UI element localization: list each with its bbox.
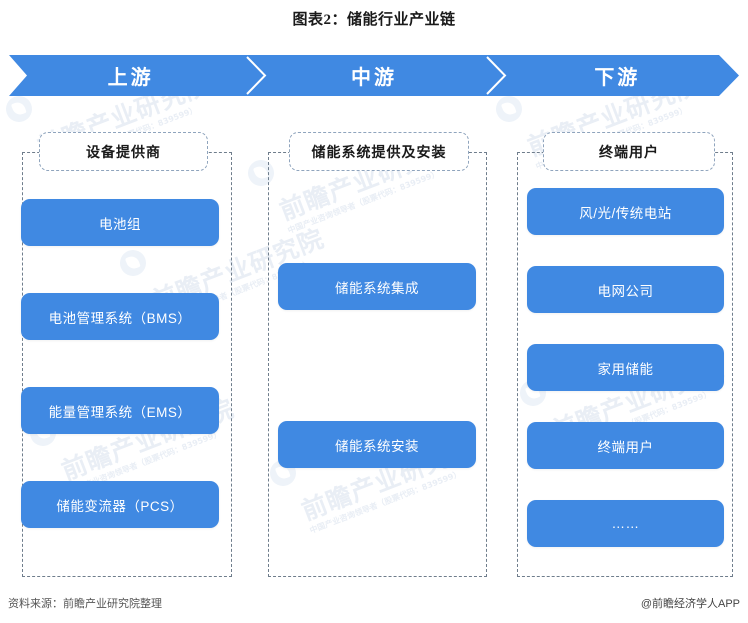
column-header-midstream: 储能系统提供及安装 (289, 132, 469, 171)
column-upstream: 设备提供商 电池组 电池管理系统（BMS） 能量管理系统（EMS） 储能变流器（… (21, 132, 232, 577)
node-ems[interactable]: 能量管理系统（EMS） (21, 387, 219, 434)
value-chain-banner: 上游 中游 下游 (9, 55, 739, 96)
node-bms[interactable]: 电池管理系统（BMS） (21, 293, 219, 340)
banner-shape-icon (9, 55, 739, 96)
source-text: 资料来源：前瞻产业研究院整理 (8, 598, 162, 610)
banner-segment-upstream[interactable]: 上游 (107, 67, 154, 89)
node-pcs[interactable]: 储能变流器（PCS） (21, 481, 219, 528)
node-system-installation[interactable]: 储能系统安装 (278, 421, 476, 468)
node-system-integration[interactable]: 储能系统集成 (278, 263, 476, 310)
footer: 资料来源：前瞻产业研究院整理 @前瞻经济学人APP (0, 595, 748, 613)
banner-segment-downstream[interactable]: 下游 (594, 67, 641, 89)
node-home-storage[interactable]: 家用储能 (527, 344, 724, 391)
page-title: 图表2：储能行业产业链 (292, 12, 456, 28)
node-power-stations[interactable]: 风/光/传统电站 (527, 188, 724, 235)
column-header-downstream: 终端用户 (543, 132, 715, 171)
node-battery-pack[interactable]: 电池组 (21, 199, 219, 246)
column-midstream: 储能系统提供及安装 储能系统集成 储能系统安装 (268, 132, 487, 577)
brand-text: @前瞻经济学人APP (640, 598, 740, 610)
banner-segment-midstream[interactable]: 中游 (350, 67, 397, 89)
column-header-upstream: 设备提供商 (39, 132, 208, 171)
node-end-user[interactable]: 终端用户 (527, 422, 724, 469)
column-downstream: 终端用户 风/光/传统电站 电网公司 家用储能 终端用户 …… (517, 132, 733, 577)
node-grid-company[interactable]: 电网公司 (527, 266, 724, 313)
node-ellipsis[interactable]: …… (527, 500, 724, 547)
